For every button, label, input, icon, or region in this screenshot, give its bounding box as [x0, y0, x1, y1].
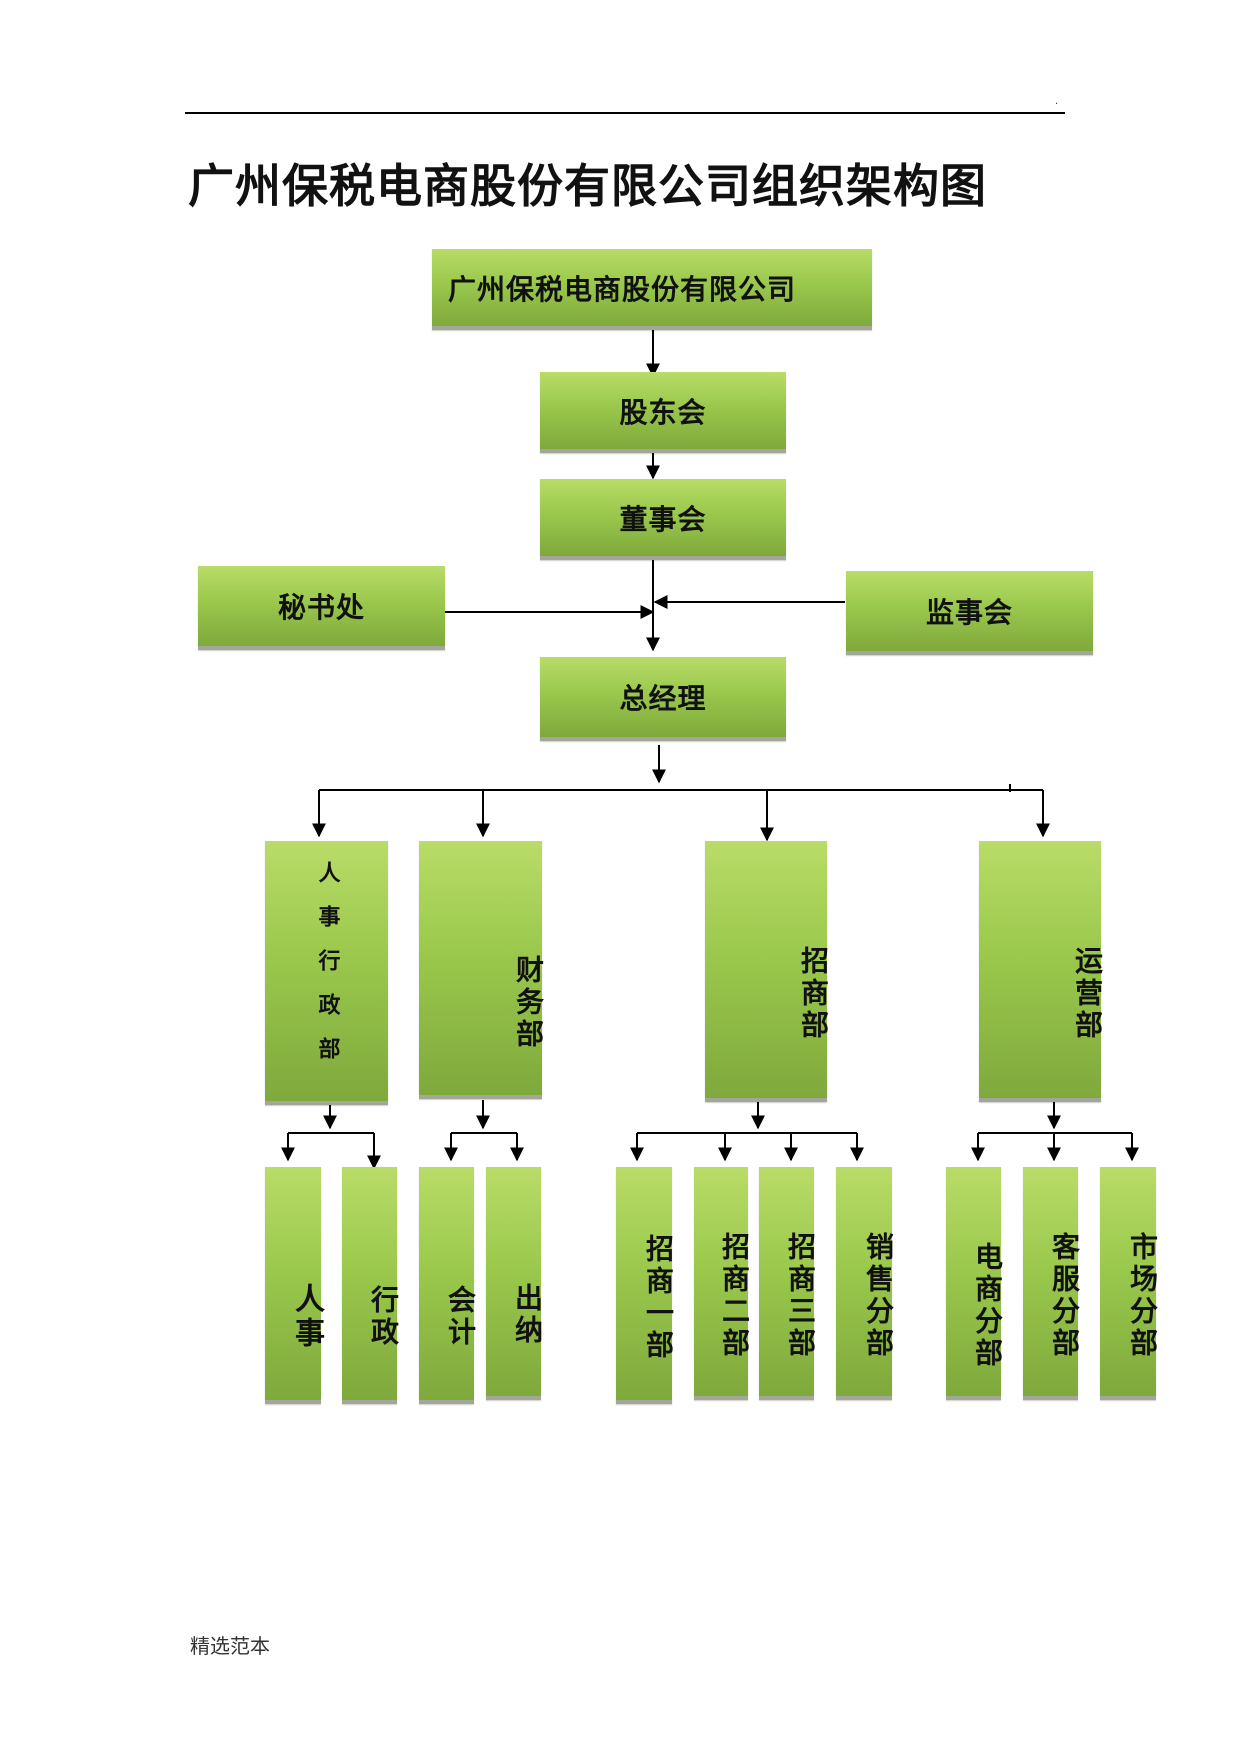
- box-sub-investment-2: 招商二部: [694, 1167, 751, 1400]
- box-sub-customer-service: 客服分部: [1023, 1167, 1081, 1400]
- box-sub-investment-1: 招商一部: [616, 1167, 675, 1404]
- box-gm: 总经理: [540, 657, 786, 741]
- box-sub-marketing: 市场分部: [1100, 1167, 1159, 1400]
- box-dept-hr-admin: 人事行政部: [265, 841, 388, 1105]
- box-sub-accounting: 会计: [419, 1167, 477, 1404]
- box-board: 董事会: [540, 479, 786, 560]
- header-mark: .: [1055, 96, 1059, 107]
- header-rule: [185, 112, 1065, 114]
- box-supervisors: 监事会: [846, 571, 1093, 655]
- box-dept-operations: 运营部: [979, 841, 1104, 1102]
- box-sub-admin: 行政: [342, 1167, 400, 1404]
- box-sub-investment-3: 招商三部: [759, 1167, 817, 1400]
- box-secretary: 秘书处: [198, 566, 445, 650]
- box-shareholders: 股东会: [540, 372, 786, 453]
- box-sub-ecommerce: 电商分部: [946, 1167, 1004, 1400]
- box-sub-hr: 人事: [265, 1167, 324, 1404]
- box-dept-investment: 招商部: [705, 841, 830, 1102]
- box-dept-finance: 财务部: [419, 841, 545, 1099]
- footer-text: 精选范本: [190, 1634, 270, 1658]
- box-company: 广州保税电商股份有限公司: [432, 249, 872, 330]
- box-sub-cashier: 出纳: [486, 1167, 544, 1400]
- box-sub-sales: 销售分部: [836, 1167, 895, 1400]
- page-title: 广州保税电商股份有限公司组织架构图: [188, 159, 987, 213]
